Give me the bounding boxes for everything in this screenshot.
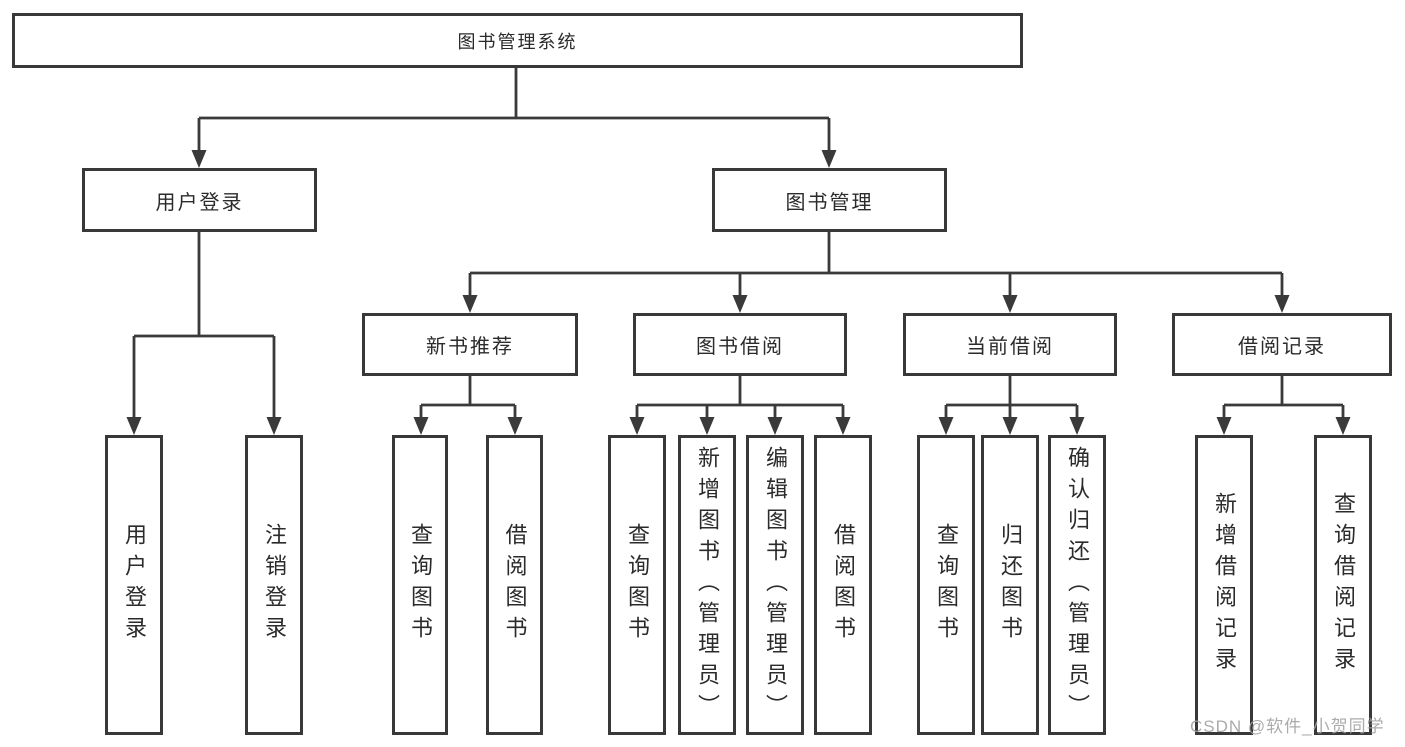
node-leaf-edit-books-admin: 编辑图书（管理员） bbox=[746, 435, 804, 735]
node-leaf-user-login: 用户登录 bbox=[105, 435, 163, 735]
node-label: 借阅记录 bbox=[1238, 336, 1326, 358]
node-label: 确认归还（管理员） bbox=[1065, 445, 1090, 725]
node-label: 图书借阅 bbox=[696, 336, 784, 358]
node-label: 图书管理系统 bbox=[457, 31, 578, 52]
node-label: 借阅图书 bbox=[831, 523, 856, 647]
node-leaf-return-books: 归还图书 bbox=[981, 435, 1039, 735]
node-label: 当前借阅 bbox=[966, 336, 1054, 358]
node-leaf-add-books-admin: 新增图书（管理员） bbox=[678, 435, 736, 735]
node-user-login: 用户登录 bbox=[82, 168, 317, 232]
node-label: 新增图书（管理员） bbox=[695, 445, 720, 725]
node-leaf-borrow-books-2: 借阅图书 bbox=[814, 435, 872, 735]
node-label: 图书管理 bbox=[785, 191, 874, 214]
node-leaf-confirm-return-admin: 确认归还（管理员） bbox=[1048, 435, 1106, 735]
connector-root-to-level2 bbox=[197, 68, 831, 152]
connector-currentborrow-to-leaves bbox=[944, 376, 1079, 419]
node-label: 归还图书 bbox=[998, 523, 1023, 647]
connector-borrowrecord-to-leaves bbox=[1222, 376, 1345, 419]
node-label: 查询图书 bbox=[625, 523, 650, 647]
watermark: CSDN @软件_小贺同学 bbox=[1190, 717, 1385, 736]
node-leaf-borrow-books-1: 借阅图书 bbox=[486, 435, 543, 735]
node-root: 图书管理系统 bbox=[12, 13, 1023, 68]
node-book-borrowing: 图书借阅 bbox=[633, 313, 847, 376]
node-borrowing-records: 借阅记录 bbox=[1172, 313, 1392, 376]
node-leaf-query-books-1: 查询图书 bbox=[392, 435, 448, 735]
node-label: 用户登录 bbox=[155, 191, 244, 214]
node-label: 查询图书 bbox=[934, 523, 959, 647]
node-label: 用户登录 bbox=[122, 523, 147, 647]
node-current-borrowing: 当前借阅 bbox=[903, 313, 1117, 376]
node-book-management: 图书管理 bbox=[712, 168, 947, 232]
node-label: 查询图书 bbox=[408, 523, 433, 647]
node-new-book-recommend: 新书推荐 bbox=[362, 313, 578, 376]
node-label: 借阅图书 bbox=[502, 523, 528, 647]
connector-bookmgmt-to-level3 bbox=[468, 232, 1284, 297]
node-leaf-query-books-3: 查询图书 bbox=[917, 435, 975, 735]
node-label: 编辑图书（管理员） bbox=[763, 445, 788, 725]
connector-newbookrec-to-leaves bbox=[419, 376, 517, 419]
node-leaf-query-borrow-record: 查询借阅记录 bbox=[1314, 435, 1372, 735]
node-leaf-query-books-2: 查询图书 bbox=[608, 435, 666, 735]
node-leaf-add-borrow-record: 新增借阅记录 bbox=[1195, 435, 1253, 735]
node-leaf-logout: 注销登录 bbox=[245, 435, 303, 735]
connector-userlogin-to-leaves bbox=[132, 232, 276, 419]
node-label: 新书推荐 bbox=[426, 336, 514, 358]
node-label: 注销登录 bbox=[262, 523, 287, 647]
node-label: 新增借阅记录 bbox=[1212, 492, 1237, 678]
node-label: 查询借阅记录 bbox=[1331, 492, 1356, 678]
connector-bookborrow-to-leaves bbox=[635, 376, 845, 419]
